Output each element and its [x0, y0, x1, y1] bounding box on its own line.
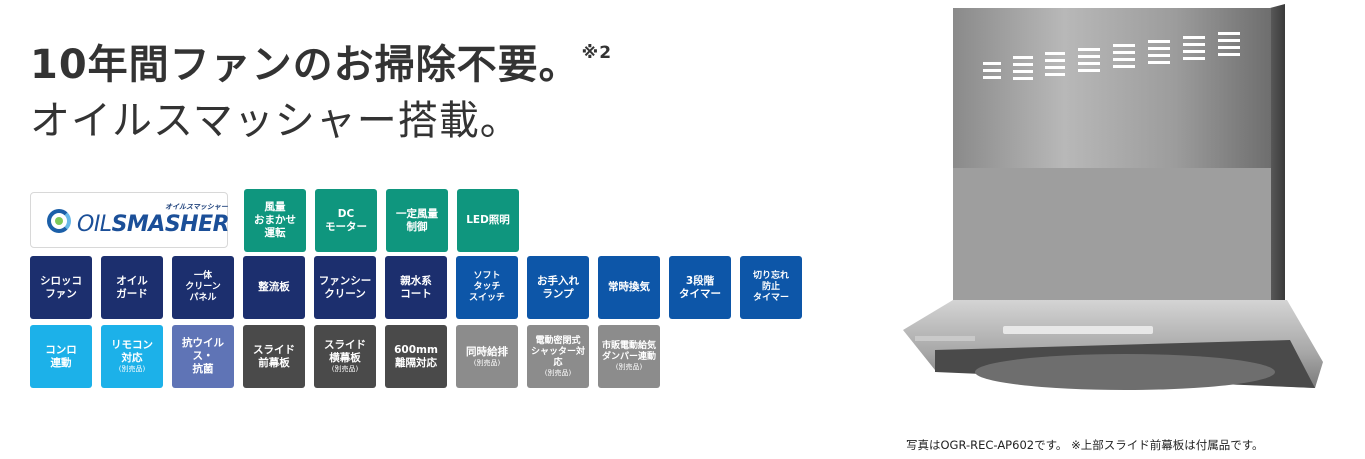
feature-badge-content: DC モーター — [325, 208, 367, 234]
feature-badge-content: リモコン 対応(別売品) — [111, 339, 153, 374]
feature-badge-label: 切り忘れ 防止 タイマー — [752, 271, 789, 303]
feature-badge-content: LED照明 — [466, 214, 510, 227]
feature-badge-content: スライド 前幕板 — [253, 344, 295, 370]
feature-badge-content: ソフト タッチ スイッチ — [469, 271, 505, 304]
feature-badge: リモコン 対応(別売品) — [101, 325, 163, 388]
feature-badge: スライド 前幕板 — [243, 325, 305, 388]
logo-text-bold: SMASHER — [111, 212, 230, 237]
feature-badge-content: スライド 横幕板(別売品) — [324, 339, 366, 374]
hood-lower-panel — [953, 168, 1271, 310]
headline-line-2: オイルスマッシャー搭載。 — [30, 98, 521, 144]
vent-slots — [983, 32, 1240, 80]
feature-badge-label: 抗ウイルス・ 抗菌 — [182, 337, 224, 375]
logo-text-light: OIL — [77, 212, 112, 237]
feature-badge: シロッコ ファン — [30, 256, 92, 319]
feature-badge-content: 600mm 離隔対応 — [394, 344, 438, 370]
feature-badge-note: (別売品) — [615, 363, 643, 371]
feature-badge-label: DC モーター — [325, 207, 367, 233]
feature-badge: 3段階 タイマー — [669, 256, 731, 319]
oil-smasher-logo-icon — [47, 209, 71, 233]
feature-badge: ソフト タッチ スイッチ — [456, 256, 518, 319]
brand-plate — [915, 336, 975, 341]
feature-badge-label: ソフト タッチ スイッチ — [468, 271, 505, 303]
feature-badge: 切り忘れ 防止 タイマー — [740, 256, 802, 319]
feature-badge: 一定風量 制御 — [386, 189, 448, 252]
oil-smasher-logo: オイルスマッシャー OILSMASHER — [30, 192, 230, 248]
feature-badge-content: 一体 クリーン パネル — [185, 271, 221, 304]
feature-badge-label: 親水系 コート — [400, 274, 432, 300]
feature-badge-content: 切り忘れ 防止 タイマー — [753, 271, 789, 304]
feature-badge-label: 600mm 離隔対応 — [394, 343, 438, 369]
feature-badge-label: 整流板 — [258, 281, 290, 293]
feature-badge-content: 3段階 タイマー — [679, 275, 721, 301]
feature-badge-label: スライド 横幕板 — [324, 339, 366, 364]
feature-badge: DC モーター — [315, 189, 377, 252]
photo-caption: 写真はOGR-REC-AP602です。 ※上部スライド前幕板は付属品です。 — [906, 438, 1264, 452]
feature-badge-label: 市販電動給気 ダンパー連動 — [601, 341, 656, 362]
feature-badge: 抗ウイルス・ 抗菌 — [172, 325, 234, 388]
feature-badge-content: 一定風量 制御 — [396, 208, 438, 234]
feature-badge-content: コンロ 連動 — [45, 344, 77, 370]
feature-badge-label: お手入れ ランプ — [537, 274, 579, 300]
feature-badge: 風量 おまかせ 運転 — [244, 189, 306, 252]
feature-badge: 常時換気 — [598, 256, 660, 319]
feature-badge-content: 市販電動給気 ダンパー連動(別売品) — [602, 341, 656, 372]
feature-badge: 電動密閉式 シャッター対応(別売品) — [527, 325, 589, 388]
feature-badge-content: 抗ウイルス・ 抗菌 — [174, 337, 232, 376]
feature-badge-note: (別売品) — [331, 365, 359, 373]
feature-badge: 整流板 — [243, 256, 305, 319]
feature-badge-label: コンロ 連動 — [45, 343, 77, 369]
feature-badge-note: (別売品) — [544, 368, 572, 377]
feature-badge-label: 3段階 タイマー — [679, 274, 721, 300]
feature-badge-label: スライド 前幕板 — [253, 343, 295, 369]
feature-badge-content: ファンシー クリーン — [319, 275, 372, 301]
feature-badge: コンロ 連動 — [30, 325, 92, 388]
feature-badge: 600mm 離隔対応 — [385, 325, 447, 388]
note-mark: ※2 — [581, 43, 613, 63]
feature-badge: スライド 横幕板(別売品) — [314, 325, 376, 388]
feature-badge-content: 常時換気 — [608, 281, 650, 294]
feature-badge-label: リモコン 対応 — [111, 339, 153, 364]
feature-badge-label: 風量 おまかせ 運転 — [254, 201, 296, 239]
feature-badge-label: 一定風量 制御 — [396, 207, 438, 233]
control-strip — [1003, 326, 1153, 334]
feature-badge-label: 同時給排 — [466, 345, 508, 358]
feature-badge: ファンシー クリーン — [314, 256, 376, 319]
feature-badge-label: シロッコ ファン — [40, 274, 82, 300]
hood-side-panel — [1270, 4, 1285, 330]
feature-badge-label: 一体 クリーン パネル — [185, 271, 221, 303]
feature-badge: オイル ガード — [101, 256, 163, 319]
feature-badge: お手入れ ランプ — [527, 256, 589, 319]
feature-badge-label: オイル ガード — [116, 274, 148, 300]
hood-filter — [975, 354, 1275, 390]
feature-badge-note: (別売品) — [118, 365, 146, 373]
feature-badge-label: 電動密閉式 シャッター対応 — [530, 335, 585, 368]
headline-text-1: 10年間ファンのお掃除不要。 — [30, 42, 580, 88]
feature-badge: 市販電動給気 ダンパー連動(別売品) — [598, 325, 660, 388]
feature-badge-content: 整流板 — [258, 281, 290, 294]
logo-kana: オイルスマッシャー — [165, 203, 228, 211]
feature-badge-content: オイル ガード — [116, 275, 148, 301]
feature-badge: 親水系 コート — [385, 256, 447, 319]
range-hood-photo — [903, 4, 1323, 390]
feature-badge-content: お手入れ ランプ — [537, 275, 579, 301]
feature-badge-content: 電動密閉式 シャッター対応(別売品) — [529, 336, 587, 378]
feature-badge-content: 同時給排(別売品) — [466, 346, 508, 368]
logo-wordmark: OILSMASHER — [77, 212, 230, 237]
feature-badge: 一体 クリーン パネル — [172, 256, 234, 319]
headline: 10年間ファンのお掃除不要。※2 オイルスマッシャー搭載。 — [30, 28, 612, 146]
feature-badge-label: LED照明 — [466, 214, 510, 226]
feature-badge: LED照明 — [457, 189, 519, 252]
feature-badge-content: 親水系 コート — [400, 275, 432, 301]
feature-badge-label: 常時換気 — [608, 281, 650, 293]
feature-badge: 同時給排(別売品) — [456, 325, 518, 388]
feature-badge-label: ファンシー クリーン — [318, 274, 372, 300]
feature-badge-content: 風量 おまかせ 運転 — [254, 201, 296, 240]
headline-line-1: 10年間ファンのお掃除不要。※2 — [30, 28, 612, 90]
feature-badge-content: シロッコ ファン — [40, 275, 82, 301]
feature-badge-note: (別売品) — [473, 358, 501, 367]
